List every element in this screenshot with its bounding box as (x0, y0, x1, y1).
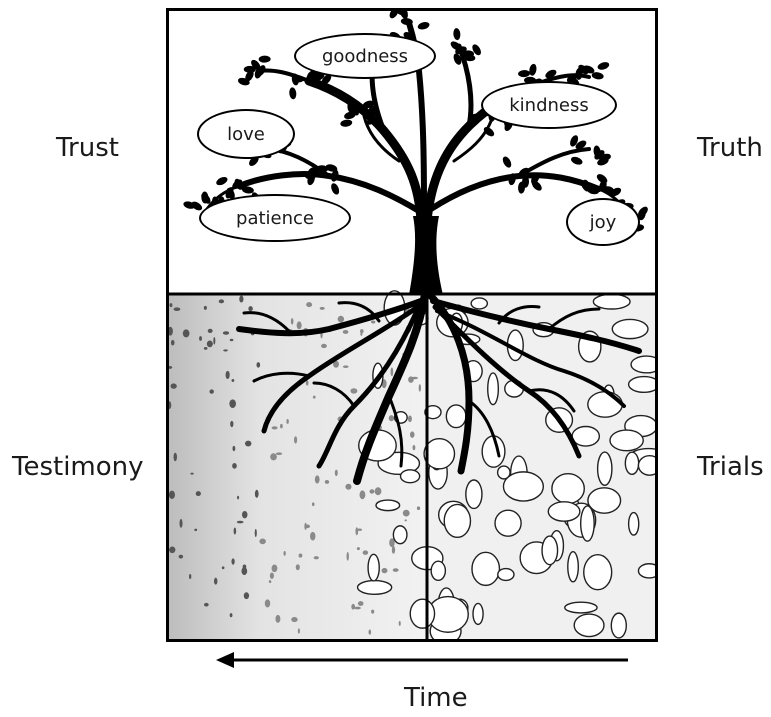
label-testimony: Testimony (12, 452, 144, 482)
label-trust: Trust (56, 133, 119, 163)
tree-roots (236, 290, 642, 485)
label-time: Time (404, 683, 468, 713)
fruit-kindness: kindness (481, 81, 617, 129)
time-arrow (216, 652, 628, 668)
fruit-goodness: goodness (294, 33, 436, 79)
fruit-love: love (197, 109, 295, 159)
label-truth: Truth (697, 133, 763, 163)
fruit-joy: joy (566, 198, 640, 246)
tree-trunk (409, 216, 443, 295)
label-trials: Trials (697, 452, 764, 482)
tree-illustration (169, 11, 655, 639)
diagram-frame: goodness kindness love patience joy (166, 8, 658, 642)
fruit-patience: patience (199, 194, 351, 242)
